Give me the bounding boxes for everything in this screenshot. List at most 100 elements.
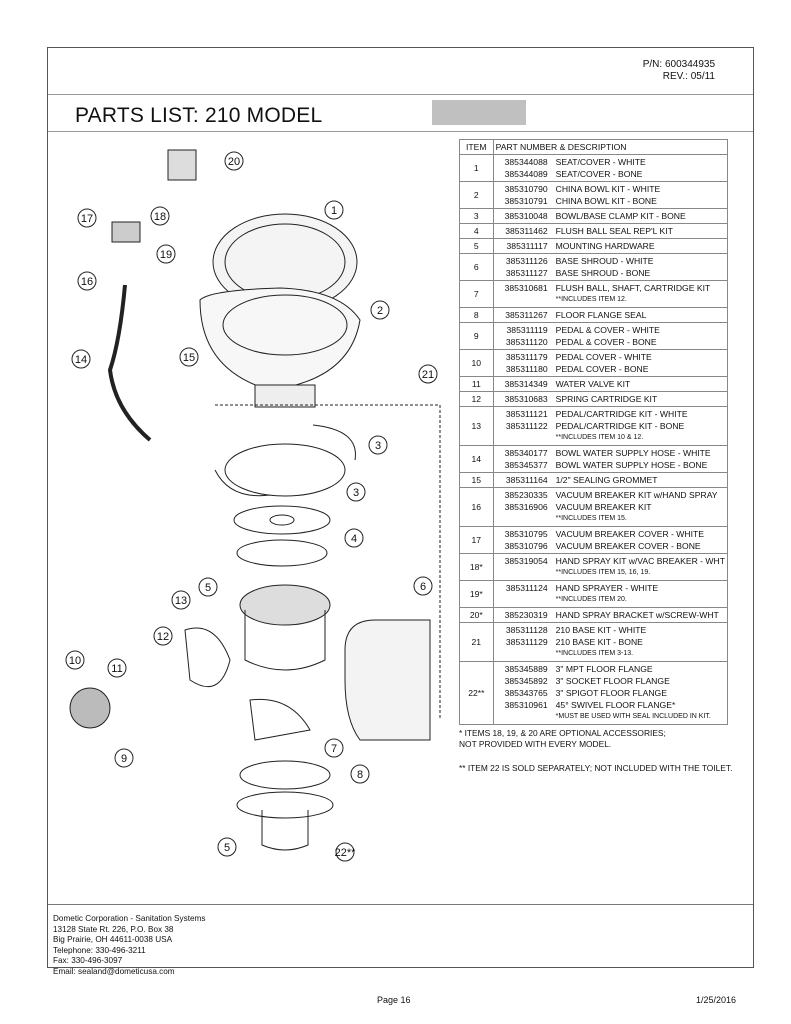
callout-circle [324, 738, 344, 758]
part-note: **INCLUDES ITEM 15, 16, 19. [555, 569, 651, 576]
part-description: WATER VALVE KIT [555, 379, 631, 389]
callout-14: 14 [71, 349, 91, 369]
page-date: 1/25/2016 [696, 995, 737, 1005]
part-number: 385311179 [505, 352, 548, 362]
part-number: 385311124 [505, 583, 548, 593]
part-line: 385311124 HAND SPRAYER - WHITE [496, 582, 725, 594]
callout-label: 18 [154, 211, 166, 223]
callout-circle [153, 626, 173, 646]
item-number: 18* [459, 553, 494, 581]
part-number: 385230319 [504, 610, 548, 620]
callout-label: 2 [377, 305, 383, 317]
callout-circle [77, 208, 97, 228]
callout-7: 7 [324, 738, 344, 758]
callout-circle [418, 364, 438, 384]
part-number: 385311127 [505, 268, 548, 278]
callout-label: 4 [351, 533, 357, 545]
callout-circle [344, 528, 364, 548]
part-description: PEDAL/CARTRIDGE KIT - WHITE [555, 409, 688, 419]
callout-circle [324, 200, 344, 220]
item-number: 4 [459, 223, 494, 239]
callout-1: 1 [324, 200, 344, 220]
item-number: 1 [459, 154, 494, 182]
part-description: BASE SHROUD - BONE [555, 268, 651, 278]
callout-12: 12 [153, 626, 173, 646]
callout-circle [335, 842, 355, 862]
callout-circle [368, 435, 388, 455]
item-number: 20* [459, 607, 494, 623]
item-number: 12 [459, 391, 494, 407]
part-number: 385310681 [504, 283, 548, 293]
item-number: 8 [459, 307, 494, 323]
callout-9: 9 [114, 748, 134, 768]
part-description: HAND SPRAY KIT w/VAC BREAKER - WHT [555, 556, 725, 566]
part-number: 385345892 [504, 676, 548, 686]
callout-13: 13 [171, 590, 191, 610]
callout-label: 11 [111, 663, 122, 675]
callout-circle [224, 151, 244, 171]
part-description: HAND SPRAY BRACKET w/SCREW-WHT [555, 610, 719, 620]
item-number: 5 [459, 238, 494, 254]
part-description: 1/2" SEALING GROMMET [555, 475, 658, 485]
footnote-sold-separately: ** ITEM 22 IS SOLD SEPARATELY; NOT INCLU… [459, 763, 733, 773]
callout-circle [217, 837, 237, 857]
callout-3: 3 [346, 482, 366, 502]
column-header-description: PART NUMBER & DESCRIPTION [492, 139, 729, 155]
callout-8: 8 [350, 764, 370, 784]
part-description: VACUUM BREAKER COVER - BONE [555, 541, 701, 551]
callout-17: 17 [77, 208, 97, 228]
part-number: 385311180 [505, 364, 548, 374]
callout-circle [171, 590, 191, 610]
column-header-item: ITEM [459, 139, 494, 155]
callout-circle [107, 658, 127, 678]
part-line: 385310796 VACUUM BREAKER COVER - BONE [496, 540, 725, 552]
part-number: 385310796 [504, 541, 548, 551]
address-line: Big Prairie, OH 44611-0038 USA [53, 935, 173, 944]
callout-label: 12 [157, 631, 169, 643]
part-description: HAND SPRAYER - WHITE [555, 583, 659, 593]
table-row: 20* 385230319 HAND SPRAY BRACKET w/SCREW-W… [459, 607, 729, 623]
item-number: 17 [459, 526, 494, 554]
part-description-cell: 385230319 HAND SPRAY BRACKET w/SCREW-WHT [492, 607, 729, 623]
part-number: P/N: 600344935 [642, 59, 715, 70]
callout-circle [350, 764, 370, 784]
part-number: 385343765 [504, 688, 548, 698]
callout-circle [413, 576, 433, 596]
item-number: 16 [459, 487, 494, 527]
part-note: **INCLUDES ITEM 15. [555, 515, 627, 522]
address-line: Email: sealand@dometicusa.com [53, 966, 175, 976]
part-description: CHINA BOWL KIT - BONE [555, 196, 657, 206]
part-description: FLOOR FLANGE SEAL [555, 310, 647, 320]
company-address: Dometic Corporation - Sanitation Systems… [53, 914, 205, 977]
callout-label: 9 [121, 753, 127, 765]
part-note: **INCLUDES ITEM 20. [555, 596, 627, 603]
part-description: FLUSH BALL SEAL REP'L KIT [555, 226, 673, 236]
